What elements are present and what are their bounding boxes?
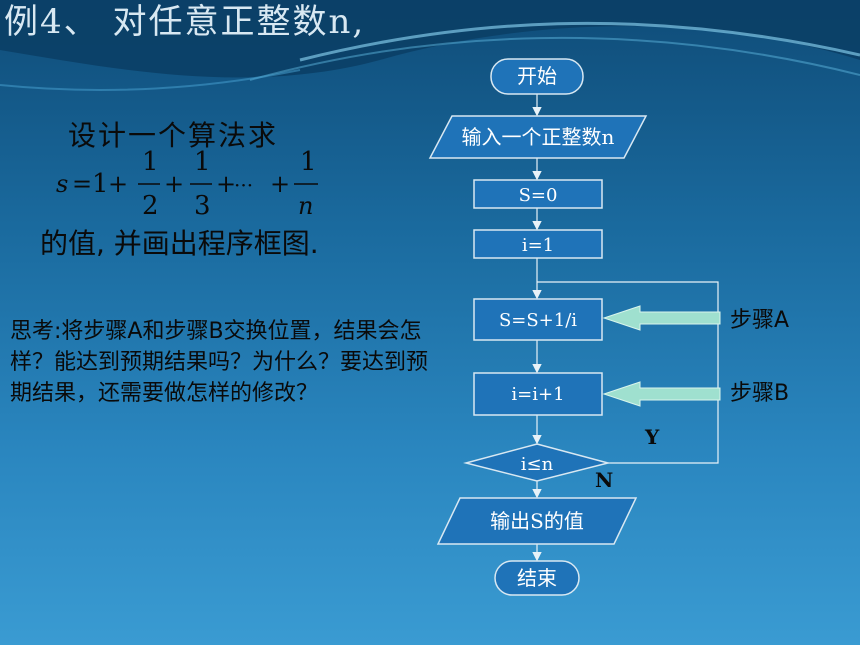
slide-title: 例4、 对任意正整数n,	[4, 2, 366, 42]
formula-dots: ···	[234, 173, 253, 197]
step-b-label: i=i+1	[511, 384, 564, 405]
formula-den-n: n	[298, 192, 313, 220]
end-terminal	[494, 560, 580, 596]
step-b-box	[473, 372, 603, 416]
step-b-text: 步骤B	[730, 381, 789, 406]
formula-plus-4: +	[270, 170, 290, 198]
condition-diamond	[463, 443, 611, 482]
think-question: 思考:将步骤A和步骤B交换位置，结果会怎样？能达到预期结果吗？为什么？要达到预期…	[10, 319, 429, 406]
start-label: 开始	[517, 64, 557, 88]
formula-plus-2: +	[164, 170, 184, 198]
step-a-label: S=S+1/i	[499, 310, 577, 331]
output-box	[436, 497, 638, 545]
step-a-arrow	[602, 305, 721, 331]
formula-num-n: 1	[300, 148, 317, 177]
i-init-label: i=1	[522, 235, 554, 256]
value-text: 的值, 并画出程序框图.	[40, 227, 319, 260]
formula-eq: =	[72, 170, 92, 198]
output-label: 输出S的值	[490, 509, 584, 533]
start-terminal	[490, 58, 584, 95]
formula-num-2: 1	[142, 148, 159, 177]
step-b-arrow	[602, 381, 721, 407]
formula-plus-3: +	[216, 170, 236, 198]
condition-label: i≤n	[521, 454, 554, 475]
s-init-box	[473, 179, 603, 209]
formula-den-2: 2	[142, 191, 159, 220]
s-init-label: S=0	[519, 185, 558, 206]
design-text: 设计一个算法求	[68, 119, 279, 152]
end-label: 结束	[517, 566, 557, 590]
input-box	[428, 115, 648, 159]
step-a-box	[473, 298, 603, 341]
yes-label: Y	[644, 425, 660, 449]
no-label: N	[595, 468, 613, 492]
formula-plus-1: +	[108, 170, 128, 198]
sum-formula: s = 1 + 1 2 + 1 3 + ··· + 1 n	[56, 148, 318, 220]
formula-den-3: 3	[194, 191, 211, 220]
formula-one: 1	[92, 169, 109, 199]
i-init-box	[473, 229, 603, 259]
formula-num-3: 1	[194, 148, 211, 177]
header-swoosh	[0, 0, 860, 91]
step-a-text: 步骤A	[730, 308, 789, 333]
input-label: 输入一个正整数n	[462, 125, 615, 149]
formula-lhs: s	[56, 170, 68, 198]
